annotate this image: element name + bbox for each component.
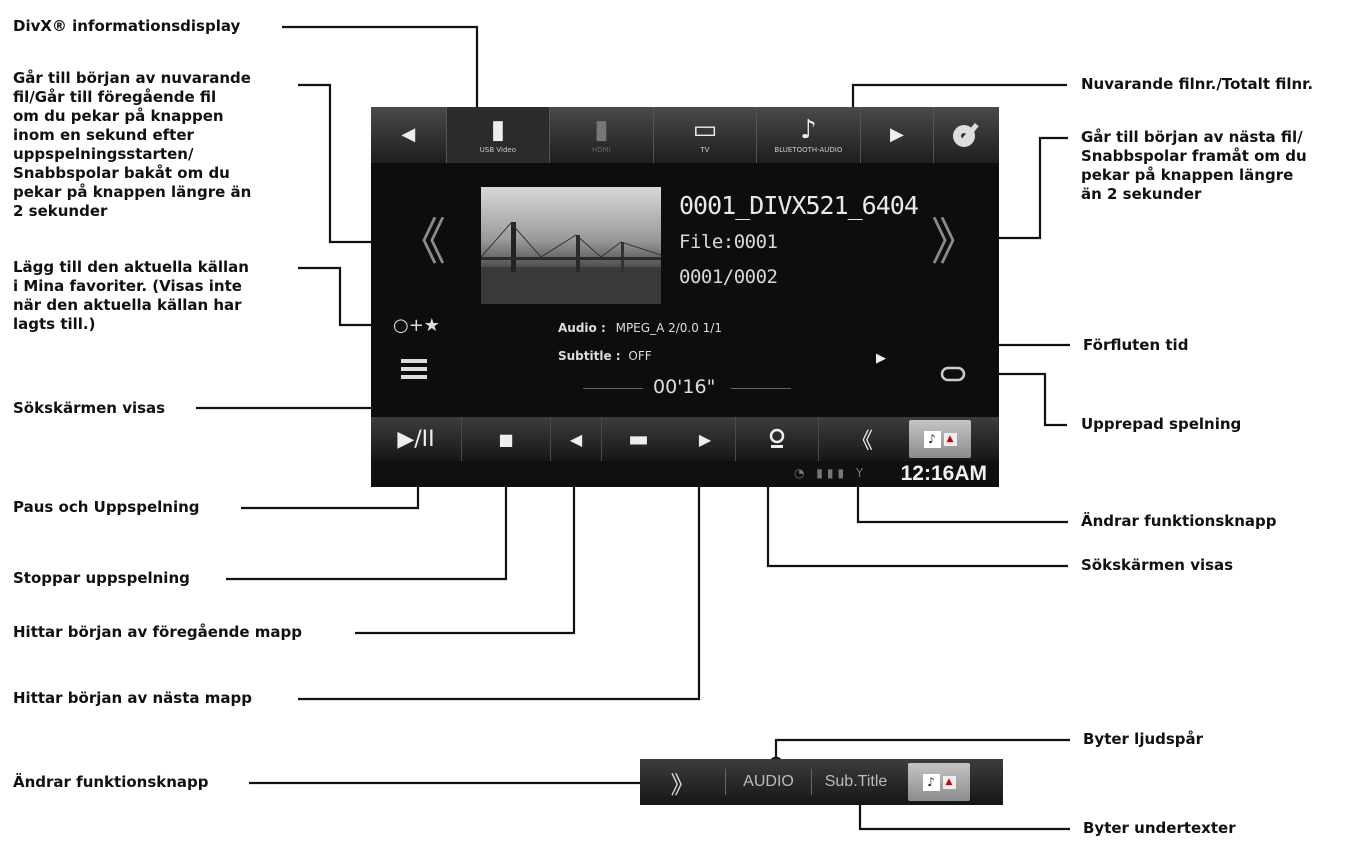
subtitle-button[interactable]: Sub.Title — [824, 773, 888, 790]
callout-prev-file: Går till början av nuvarande fil/Går til… — [13, 69, 252, 220]
alt-mode-change-button[interactable]: 》 — [670, 771, 695, 799]
audio-button[interactable]: AUDIO — [743, 773, 794, 790]
clock: 12:16AM — [900, 462, 987, 485]
setup-button[interactable] — [934, 107, 999, 163]
tab-tv-label: TV — [700, 146, 710, 154]
eject-flag-icon: ▲ — [943, 432, 957, 446]
music-note-icon: ♪ — [923, 430, 941, 448]
callout-prev-folder: Hittar början av föregående mapp — [13, 623, 302, 641]
callout-change-function: Ändrar funktionsknapp — [1081, 512, 1277, 530]
control-bar: ▶/II ■ ◀ ▬ ▶ 《 ♪ ▲ — [371, 417, 999, 461]
play-indicator-icon: ▶ — [876, 351, 886, 366]
status-icons: ◔ ▮▮▮ Y — [794, 466, 868, 480]
elapsed-dash-left — [583, 388, 643, 389]
elapsed-dash-right — [731, 388, 791, 389]
audio-info: Audio : MPEG_A 2/0.0 1/1 — [558, 321, 722, 335]
prev-file-button[interactable]: 《 — [396, 213, 446, 271]
alt-function-bar: 》 AUDIO Sub.Title ♪ ▲ — [640, 759, 1003, 805]
tab-hdmi-label: HDMI — [592, 146, 611, 154]
subtitle-info: Subtitle : OFF — [558, 349, 652, 363]
setup-disc-wrench-icon — [952, 123, 979, 147]
source-prev-button[interactable]: ◀ — [371, 107, 447, 163]
callout-search-right: Sökskärmen visas — [1081, 556, 1234, 574]
tv-icon: ▭ — [692, 115, 718, 145]
tab-usb-video-label: USB Video — [479, 146, 516, 154]
usb-stick-icon: ▮ — [490, 115, 506, 145]
bluetooth-music-icon: ♪ — [800, 115, 817, 145]
tab-bluetooth-audio-label: BLUETOOTH-AUDIO — [774, 146, 843, 154]
alt-av-mode-button[interactable]: ♪ ▲ — [908, 763, 970, 801]
callout-stop: Stoppar uppspelning — [13, 569, 190, 587]
prev-folder-button[interactable]: ◀ — [551, 417, 602, 461]
video-thumbnail — [481, 187, 661, 304]
callout-next-folder: Hittar början av nästa mapp — [13, 689, 252, 707]
elapsed-time: 00'16" — [653, 376, 716, 398]
callout-subtitle: Byter undertexter — [1083, 819, 1236, 837]
divx-player-screen: ◀ ▮ USB Video ▮ HDMI ▭ TV ♪ BLUETOOTH-AU… — [371, 107, 999, 487]
tab-hdmi[interactable]: ▮ HDMI — [550, 107, 654, 163]
file-count: 0001/0002 — [679, 266, 778, 288]
bridge-image — [481, 222, 661, 304]
audio-value: MPEG_A 2/0.0 1/1 — [615, 321, 722, 335]
callout-divx-info: DivX® informationsdisplay — [13, 17, 241, 35]
source-next-button[interactable]: ▶ — [861, 107, 935, 163]
av-mode-button[interactable]: ♪ ▲ — [909, 420, 971, 458]
list-icon — [401, 359, 427, 363]
next-file-button[interactable]: 》 — [931, 213, 981, 271]
search-button[interactable] — [736, 417, 819, 461]
next-folder-button[interactable]: ▶ — [675, 417, 736, 461]
divider — [725, 769, 726, 795]
mode-change-button[interactable]: 《 — [850, 429, 873, 454]
folder-icon: ▬ — [628, 426, 649, 452]
audio-label: Audio : — [558, 321, 606, 335]
callout-elapsed: Förfluten tid — [1083, 336, 1189, 354]
callout-change-function-alt: Ändrar funktionsknapp — [13, 773, 209, 791]
status-bar: ◔ ▮▮▮ Y 12:16AM — [371, 461, 999, 487]
music-note-icon: ♪ — [922, 773, 940, 791]
callout-pause-play: Paus och Uppspelning — [13, 498, 200, 516]
repeat-icon — [940, 366, 966, 382]
tab-usb-video[interactable]: ▮ USB Video — [446, 107, 551, 163]
tab-tv[interactable]: ▭ TV — [654, 107, 758, 163]
divider — [811, 769, 812, 795]
callout-add-favorite: Lägg till den aktuella källan i Mina fav… — [13, 258, 249, 333]
callout-next-file: Går till början av nästa fil/ Snabbspola… — [1081, 128, 1307, 203]
subtitle-label: Subtitle : — [558, 349, 621, 363]
add-favorite-button[interactable]: ○+★ — [393, 315, 440, 336]
left-arrow-icon: ◀ — [401, 124, 416, 145]
callout-audio-track: Byter ljudspår — [1083, 730, 1204, 748]
search-list-button[interactable] — [401, 359, 427, 387]
hdmi-plug-icon: ▮ — [594, 115, 609, 145]
eject-flag-icon: ▲ — [942, 775, 956, 789]
callout-search-left: Sökskärmen visas — [13, 399, 166, 417]
callout-file-count: Nuvarande filnr./Totalt filnr. — [1081, 75, 1314, 93]
subtitle-value: OFF — [628, 349, 652, 363]
stop-button[interactable]: ■ — [462, 417, 551, 461]
file-number: File:0001 — [679, 231, 778, 253]
right-arrow-icon: ▶ — [890, 124, 904, 145]
file-name: 0001_DIVX521_6404 — [679, 191, 919, 220]
search-icon — [769, 428, 785, 448]
callout-repeat: Upprepad spelning — [1081, 415, 1242, 433]
repeat-button[interactable] — [938, 364, 968, 389]
play-pause-button[interactable]: ▶/II — [371, 417, 462, 461]
source-bar: ◀ ▮ USB Video ▮ HDMI ▭ TV ♪ BLUETOOTH-AU… — [371, 107, 999, 163]
tab-bluetooth-audio[interactable]: ♪ BLUETOOTH-AUDIO — [757, 107, 861, 163]
